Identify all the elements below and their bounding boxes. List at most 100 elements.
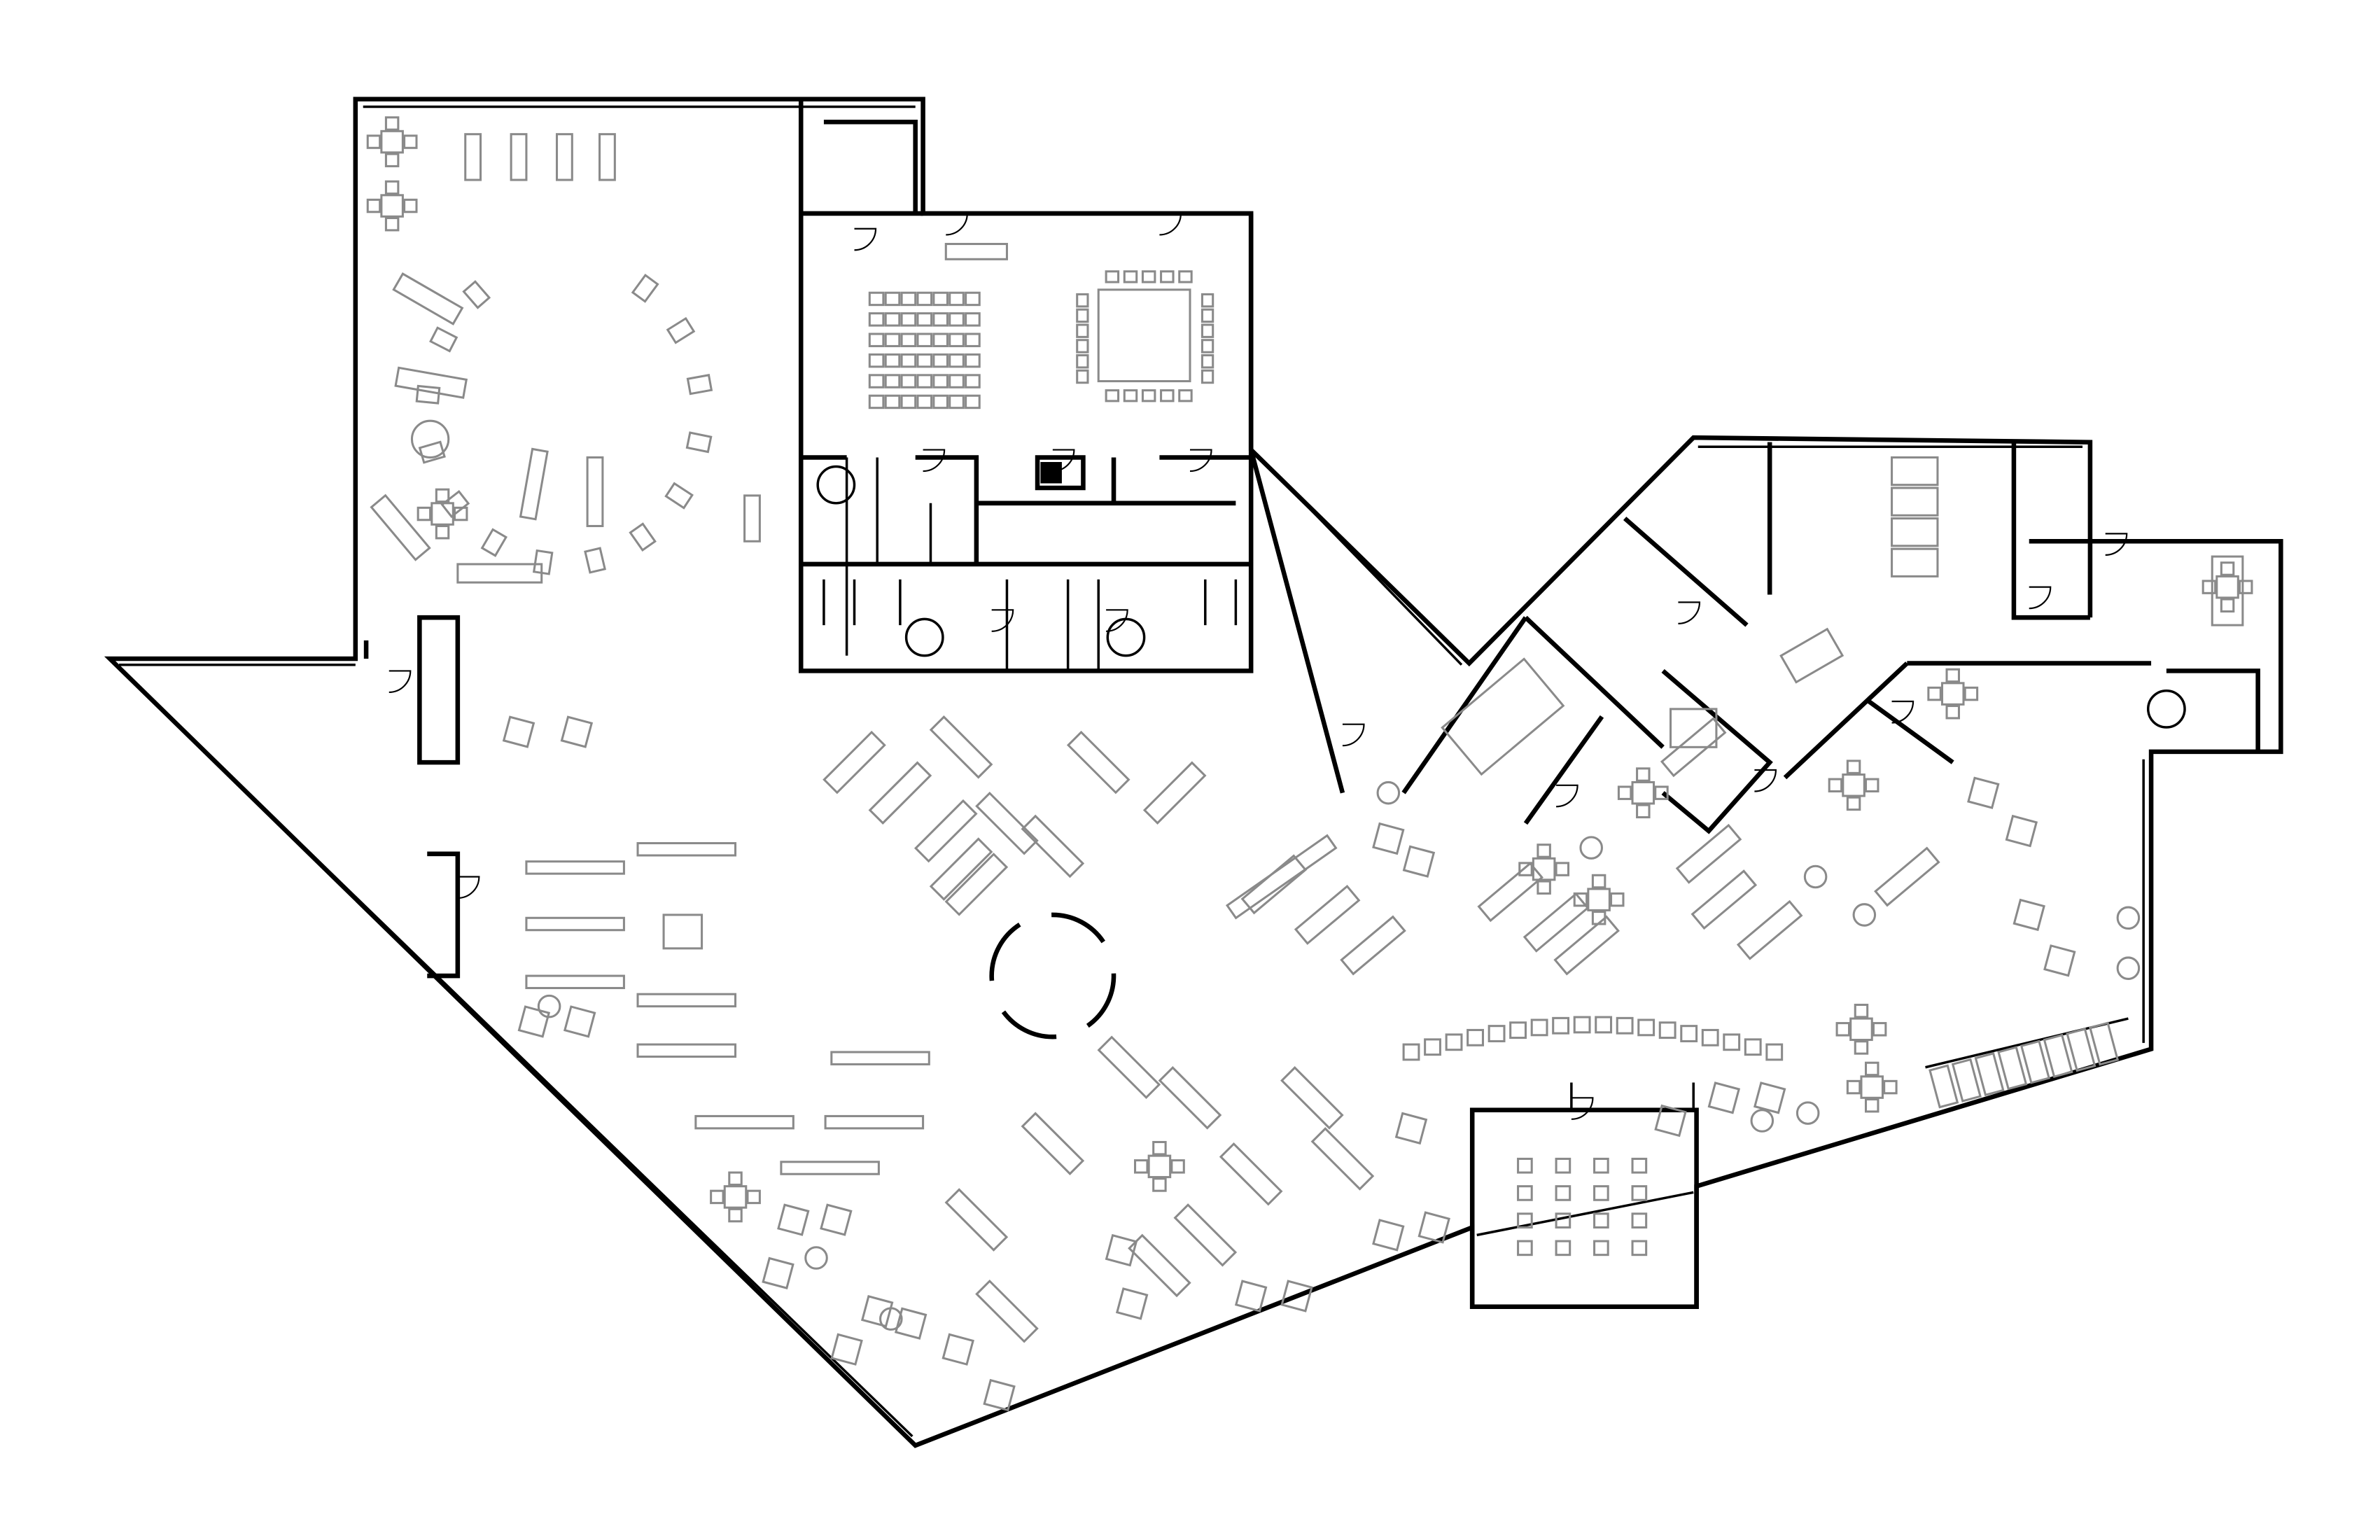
chair — [1076, 308, 1089, 323]
lounge-chair — [1372, 822, 1405, 855]
wheelchair-accessible-icon — [1106, 617, 1146, 657]
chair — [1631, 1212, 1648, 1228]
table — [723, 1185, 748, 1209]
door-swing-icon — [946, 212, 968, 236]
chair — [868, 394, 885, 410]
lounge-chair — [1394, 1112, 1428, 1145]
chair — [1595, 1016, 1613, 1034]
table — [1849, 1017, 1873, 1042]
door-swing-icon — [1678, 601, 1701, 624]
bookshelf — [1142, 761, 1207, 825]
workstation — [1891, 547, 1939, 578]
lounge-chair — [480, 528, 507, 557]
side-table — [537, 994, 561, 1018]
chair — [884, 353, 901, 368]
chair — [916, 332, 933, 347]
lounge-chair — [517, 1005, 551, 1038]
study-carrel — [2088, 1021, 2120, 1066]
chair — [1076, 369, 1089, 384]
chair — [403, 198, 418, 214]
chair — [1610, 892, 1625, 907]
chair — [932, 291, 948, 307]
chair — [1123, 389, 1138, 402]
chair — [900, 291, 917, 307]
chair — [1963, 686, 1979, 701]
chair — [1123, 270, 1138, 284]
bookshelf — [525, 860, 625, 875]
chair — [948, 374, 965, 388]
lounge-chair — [2012, 898, 2045, 932]
chair — [384, 180, 400, 195]
chair — [1591, 874, 1606, 889]
side-table — [2116, 956, 2141, 980]
wheelchair-accessible-icon — [904, 617, 944, 657]
lounge-chair — [2043, 944, 2076, 977]
outer-wall-inner-line — [118, 105, 2145, 1438]
lounge-chair — [502, 715, 536, 748]
chair — [1424, 1038, 1441, 1056]
chair — [884, 332, 901, 347]
chair — [1835, 1022, 1851, 1037]
bookshelf — [1158, 1066, 1222, 1130]
study-carrel — [1997, 1046, 2028, 1091]
workstation — [1891, 456, 1939, 486]
chair — [1200, 339, 1214, 354]
side-table — [804, 1246, 828, 1270]
chair — [948, 394, 965, 410]
chair — [384, 216, 400, 232]
chair — [1076, 323, 1089, 338]
bookshelf — [975, 1279, 1039, 1343]
chair — [435, 524, 450, 540]
door-swing-icon — [991, 609, 1014, 632]
lounge-chair — [666, 316, 696, 344]
shelf — [555, 133, 573, 181]
circulation-desk — [989, 912, 1116, 1040]
chair — [868, 374, 885, 388]
lounge-chair — [894, 1307, 927, 1340]
chair — [1160, 270, 1175, 284]
chair — [900, 312, 917, 327]
side-table — [1795, 1101, 1820, 1125]
chair — [965, 374, 981, 388]
chair — [1631, 1185, 1648, 1201]
shelf — [586, 456, 604, 528]
chair — [965, 394, 981, 410]
doors — [388, 212, 2128, 1120]
chair — [1488, 1025, 1506, 1042]
bookshelf — [780, 1161, 880, 1175]
chair — [965, 332, 981, 347]
chair — [1200, 369, 1214, 384]
chair — [1445, 1033, 1463, 1051]
chair — [932, 312, 948, 327]
bookshelf — [824, 1114, 925, 1130]
lounge-chair — [418, 440, 446, 464]
workstation — [1891, 517, 1939, 547]
shelf — [464, 133, 482, 181]
table — [1860, 1075, 1884, 1099]
exterior-walls — [104, 97, 2283, 1448]
chair — [1593, 1240, 1609, 1256]
bookshelf — [1240, 854, 1308, 915]
study-carrel — [1928, 1064, 1959, 1109]
chair — [916, 374, 933, 388]
lounge-chair — [563, 1005, 596, 1038]
side-table — [879, 1307, 903, 1331]
bookshelf — [1522, 892, 1590, 953]
bookshelf — [913, 799, 978, 863]
round-table — [410, 419, 450, 458]
door-swing-icon — [1754, 769, 1777, 792]
side-table — [1376, 780, 1401, 805]
bookshelf — [944, 1188, 1009, 1252]
lounge-chair — [1280, 1280, 1313, 1312]
lounge-chair — [830, 1333, 863, 1366]
chair — [948, 353, 965, 368]
chair — [965, 312, 981, 327]
lounge-chair — [462, 280, 491, 309]
study-carrel — [1951, 1058, 1982, 1102]
chair — [1530, 1018, 1548, 1037]
chair — [916, 291, 933, 307]
desk — [1779, 627, 1844, 684]
chair — [916, 394, 933, 410]
bench — [394, 366, 468, 399]
